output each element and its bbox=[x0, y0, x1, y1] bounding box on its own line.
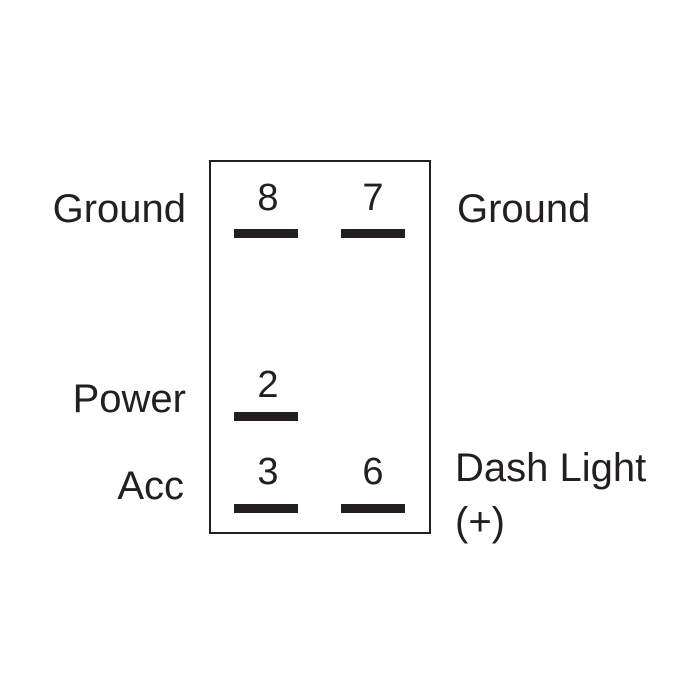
pin-3-terminal bbox=[234, 504, 298, 513]
switch-body-outline bbox=[209, 160, 431, 534]
pin-8-label: Ground bbox=[52, 187, 186, 231]
pin-8-terminal bbox=[234, 229, 298, 238]
pin-2-label: Power bbox=[72, 377, 186, 421]
pin-7-label: Ground bbox=[457, 187, 591, 231]
pin-2-terminal bbox=[234, 412, 298, 421]
pin-6-label-line2: (+) bbox=[455, 500, 505, 544]
pin-7-number: 7 bbox=[362, 177, 384, 219]
pin-2-number: 2 bbox=[257, 364, 279, 406]
pin-6-number: 6 bbox=[362, 451, 384, 493]
pin-3-number: 3 bbox=[257, 451, 279, 493]
pin-6-terminal bbox=[341, 504, 405, 513]
pin-7-terminal bbox=[341, 229, 405, 238]
pin-3-label: Acc bbox=[117, 464, 184, 508]
pin-8-number: 8 bbox=[257, 177, 279, 219]
pin-6-label-line1: Dash Light bbox=[455, 446, 647, 490]
